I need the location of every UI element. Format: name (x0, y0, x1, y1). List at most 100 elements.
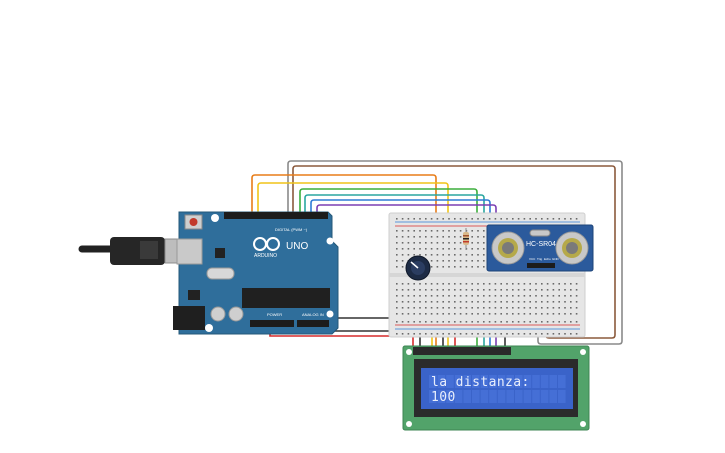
breadboard-hole (401, 230, 404, 232)
breadboard-hole (483, 230, 485, 232)
digital-label: DIGITAL (PWM ~) (275, 227, 308, 232)
breadboard-hole (448, 236, 450, 238)
breadboard-hole (425, 283, 427, 285)
breadboard-hole (454, 230, 456, 232)
breadboard-hole (396, 289, 398, 291)
breadboard-hole (425, 333, 427, 335)
breadboard-hole (558, 313, 560, 315)
breadboard-hole (442, 289, 444, 291)
breadboard-hole (454, 283, 456, 285)
breadboard-hole (407, 301, 410, 303)
breadboard-hole (535, 333, 537, 335)
breadboard-hole (407, 236, 410, 238)
breadboard-hole (570, 289, 572, 291)
breadboard-hole (575, 307, 578, 309)
breadboard-hole (419, 295, 421, 297)
breadboard-hole (575, 333, 578, 335)
breadboard-hole (454, 289, 456, 291)
breadboard-hole (477, 242, 479, 244)
breadboard-hole (436, 307, 439, 309)
breadboard-hole (401, 333, 404, 335)
breadboard-hole (413, 289, 415, 291)
breadboard-hole (436, 266, 439, 268)
breadboard-hole (494, 218, 497, 220)
breadboard-hole (436, 321, 439, 323)
sensor-model: HC-SR04 (526, 241, 556, 248)
breadboard-hole (459, 266, 462, 268)
breadboard-hole (517, 321, 520, 323)
breadboard-hole (448, 248, 450, 250)
breadboard-hole (442, 236, 444, 238)
breadboard-hole (506, 289, 508, 291)
breadboard-hole (471, 321, 473, 323)
breadboard-hole (535, 313, 537, 315)
breadboard-hole (512, 307, 514, 309)
breadboard-hole (494, 313, 497, 315)
breadboard-hole (459, 254, 462, 256)
breadboard-hole (407, 307, 410, 309)
analog-header (297, 320, 329, 327)
breadboard-hole (413, 248, 415, 250)
breadboard-hole (465, 218, 468, 220)
breadboard-hole (436, 230, 439, 232)
breadboard-hole (500, 218, 502, 220)
breadboard-hole (442, 260, 444, 262)
breadboard-hole (546, 313, 549, 315)
breadboard-hole (430, 260, 433, 262)
breadboard-hole (477, 301, 479, 303)
breadboard-hole (535, 301, 537, 303)
breadboard-hole (459, 260, 462, 262)
lcd-display[interactable]: la distanza: 100 (402, 345, 590, 431)
lcd-cell (515, 375, 523, 388)
breadboard-hole (471, 266, 473, 268)
breadboard-hole (459, 218, 462, 220)
breadboard-hole (430, 307, 433, 309)
lcd-cell (549, 390, 557, 403)
breadboard-hole (430, 289, 433, 291)
breadboard-hole (401, 254, 404, 256)
breadboard-hole (517, 307, 520, 309)
breadboard-hole (552, 301, 555, 303)
lcd-cell (446, 375, 454, 388)
potentiometer[interactable] (405, 255, 431, 281)
wire-gray (287, 160, 623, 345)
breadboard-hole (483, 289, 485, 291)
breadboard-hole (430, 218, 433, 220)
breadboard-hole (401, 260, 404, 262)
breadboard-hole (529, 333, 531, 335)
breadboard-hole (529, 307, 531, 309)
breadboard-hole (570, 313, 572, 315)
breadboard-hole (407, 242, 410, 244)
breadboard-hole (401, 266, 404, 268)
breadboard-hole (477, 218, 479, 220)
breadboard-hole (575, 295, 578, 297)
wire-green (299, 188, 478, 352)
breadboard-hole (396, 307, 398, 309)
breadboard-hole (471, 254, 473, 256)
breadboard-hole (454, 236, 456, 238)
lcd-cell (540, 375, 549, 388)
breadboard-hole (448, 301, 450, 303)
breadboard-hole (459, 307, 462, 309)
breadboard-hole (564, 295, 566, 297)
breadboard-hole (448, 295, 450, 297)
breadboard-hole (558, 289, 560, 291)
breadboard-hole (552, 313, 555, 315)
breadboard-hole (454, 307, 456, 309)
breadboard-hole (459, 289, 462, 291)
lcd-cell (506, 375, 514, 388)
hc-sr04-sensor[interactable]: HC-SR04 VCC Trig Echo GND (486, 224, 594, 272)
breadboard-hole (564, 283, 566, 285)
breadboard-hole (448, 230, 450, 232)
analog-label: ANALOG IN (302, 312, 324, 317)
breadboard-hole (506, 295, 508, 297)
arduino-infinity-icon (253, 237, 280, 251)
breadboard-hole (523, 313, 526, 315)
breadboard-hole (442, 283, 444, 285)
breadboard-hole (546, 321, 549, 323)
breadboard-hole (535, 295, 537, 297)
breadboard-hole (459, 242, 462, 244)
breadboard-hole (471, 313, 473, 315)
lcd-cell (549, 375, 557, 388)
arduino-uno-board[interactable]: ARDUINO UNO DIGITAL (PWM ~) POWER ANALOG… (173, 211, 339, 335)
